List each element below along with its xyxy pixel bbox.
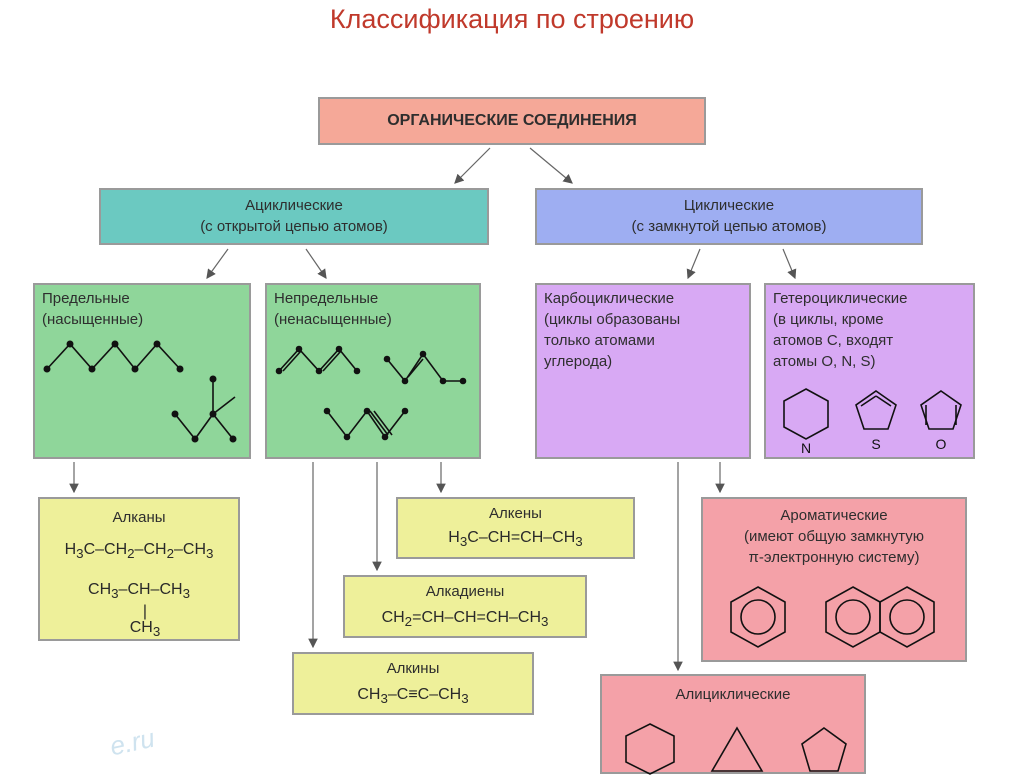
nitrogen-label: N bbox=[801, 440, 811, 456]
aromatic-desc-line: π-электронную систему) bbox=[748, 549, 920, 566]
saturated-box: Предельные (насыщенные) bbox=[33, 283, 251, 459]
alicyclic-structures bbox=[625, 723, 847, 775]
alkynes-title: Алкины bbox=[386, 660, 440, 677]
alicyclic-box: Алициклические bbox=[600, 674, 866, 775]
cyclic-box: Циклические (с замкнутой цепью атомов) bbox=[535, 188, 923, 245]
carbocyclic-desc-line: только атомами bbox=[544, 332, 655, 349]
carbocyclic-desc-line: (циклы образованы bbox=[544, 311, 681, 328]
unsaturated-chain-skeletons bbox=[275, 345, 467, 441]
heterocyclic-desc-line: атомов С, входят bbox=[773, 332, 894, 349]
cyclic-subtitle: (с замкнутой цепью атомов) bbox=[631, 218, 827, 235]
acyclic-title: Ациклические bbox=[245, 197, 343, 214]
alkane-formula-branched: CH3–CH–CH3 bbox=[88, 581, 190, 602]
root-label: ОРГАНИЧЕСКИЕ СОЕДИНЕНИЯ bbox=[387, 112, 637, 129]
heterocyclic-desc-line: атомы O, N, S) bbox=[773, 353, 876, 370]
page-title: Классификация по строению bbox=[329, 4, 695, 34]
acyclic-box: Ациклические (с открытой цепью атомов) bbox=[99, 188, 489, 245]
carbocyclic-title: Карбоциклические bbox=[544, 290, 675, 307]
heterocyclic-box: Гетероциклические (в циклы, кроме атомов… bbox=[764, 283, 975, 459]
heterocyclic-desc-line: (в циклы, кроме bbox=[773, 311, 884, 328]
carbocyclic-box: Карбоциклические (циклы образованы тольк… bbox=[535, 283, 751, 459]
acyclic-subtitle: (с открытой цепью атомов) bbox=[200, 218, 388, 235]
alkane-branch: | bbox=[142, 603, 148, 620]
aromatic-desc-line: (имеют общую замкнутую bbox=[743, 528, 924, 545]
alkadienes-title: Алкадиены bbox=[425, 583, 505, 600]
alkene-formula: H3C–CH=CH–CH3 bbox=[448, 529, 583, 550]
aromatic-box: Ароматические (имеют общую замкнутую π-э… bbox=[701, 497, 967, 662]
alkanes-box: Алканы H3C–CH2–CH2–CH3 CH3–CH–CH3 | CH3 bbox=[38, 497, 240, 641]
heterocycle-structures: N S O bbox=[783, 388, 962, 456]
alkane-branch-methyl: CH3 bbox=[129, 619, 161, 640]
saturated-chain-skeletons bbox=[43, 340, 237, 443]
alkadiene-formula: CH2=CH–CH=CH–CH3 bbox=[381, 609, 549, 630]
alkynes-box: Алкины CH3–C≡C–CH3 bbox=[292, 652, 534, 715]
aromatic-title: Ароматические bbox=[780, 507, 888, 524]
unsaturated-subtitle: (ненасыщенные) bbox=[274, 311, 392, 328]
oxygen-label: O bbox=[936, 436, 947, 452]
unsaturated-title: Непредельные bbox=[274, 290, 379, 307]
alkyne-formula: CH3–C≡C–CH3 bbox=[357, 686, 469, 707]
carbocyclic-desc-line: углерода) bbox=[544, 353, 613, 370]
alkenes-box: Алкены H3C–CH=CH–CH3 bbox=[396, 497, 635, 559]
alkanes-title: Алканы bbox=[112, 509, 166, 526]
alicyclic-title: Алициклические bbox=[675, 686, 791, 703]
sulfur-label: S bbox=[871, 436, 880, 452]
alkenes-title: Алкены bbox=[489, 505, 542, 522]
cyclic-title: Циклические bbox=[683, 197, 775, 214]
saturated-subtitle: (насыщенные) bbox=[42, 311, 144, 328]
alkadienes-box: Алкадиены CH2=CH–CH=CH–CH3 bbox=[343, 575, 587, 638]
saturated-title: Предельные bbox=[42, 290, 130, 307]
root-box-organic-compounds: ОРГАНИЧЕСКИЕ СОЕДИНЕНИЯ bbox=[318, 97, 706, 145]
alkane-formula-linear: H3C–CH2–CH2–CH3 bbox=[64, 541, 214, 562]
aromatic-structures bbox=[730, 586, 935, 648]
heterocyclic-title: Гетероциклические bbox=[773, 290, 908, 307]
unsaturated-box: Непредельные (ненасыщенные) bbox=[265, 283, 481, 459]
